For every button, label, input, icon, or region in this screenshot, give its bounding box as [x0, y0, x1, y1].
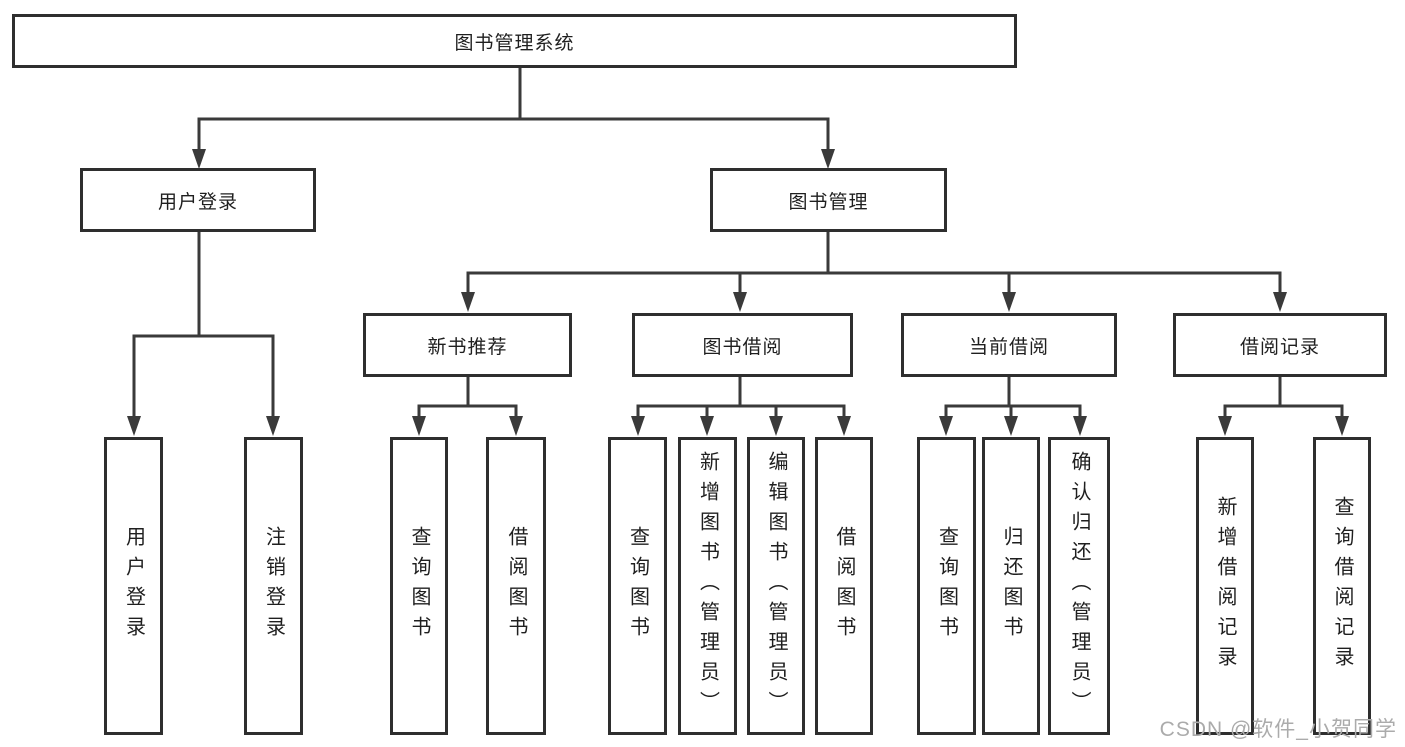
node-book-borrow: 图书借阅 [632, 313, 853, 377]
arrowhead [192, 149, 206, 169]
arrowhead [700, 416, 714, 436]
leaf-confirm-return-admin: 确认归还（管理员） [1048, 437, 1110, 735]
connector-book-borrow-branch [636, 404, 846, 418]
connector-new-book-branch [417, 404, 518, 418]
node-user-login: 用户登录 [80, 168, 316, 232]
node-borrow-records: 借阅记录 [1173, 313, 1387, 377]
arrowhead [1273, 292, 1287, 312]
leaf-edit-books-admin: 编辑图书（管理员） [747, 437, 805, 735]
leaf-add-books-admin: 新增图书（管理员） [678, 437, 737, 735]
arrowhead [1004, 416, 1018, 436]
arrowhead [412, 416, 426, 436]
leaf-user-login: 用户登录 [104, 437, 163, 735]
leaf-query-borrow-record: 查询借阅记录 [1313, 437, 1371, 735]
node-current-borrow: 当前借阅 [901, 313, 1117, 377]
arrowhead [821, 149, 835, 169]
arrowhead [127, 416, 141, 436]
arrowhead [939, 416, 953, 436]
leaf-query-books-current: 查询图书 [917, 437, 976, 735]
arrowhead [1335, 416, 1349, 436]
arrowhead [769, 416, 783, 436]
arrowhead [509, 416, 523, 436]
connector-level3-branch [466, 271, 1282, 294]
arrowhead [266, 416, 280, 436]
arrowhead [1218, 416, 1232, 436]
connector-level2-branch [197, 117, 830, 152]
leaf-return-books: 归还图书 [982, 437, 1040, 735]
arrowhead [1002, 292, 1016, 312]
connector-user-login-branch [132, 334, 275, 418]
arrowhead [837, 416, 851, 436]
arrowhead [733, 292, 747, 312]
leaf-add-borrow-record: 新增借阅记录 [1196, 437, 1254, 735]
arrowhead [461, 292, 475, 312]
csdn-watermark: CSDN @软件_小贺同学 [1159, 718, 1397, 741]
arrowhead [631, 416, 645, 436]
connector-current-borrow-branch [944, 404, 1082, 418]
leaf-logout: 注销登录 [244, 437, 303, 735]
node-book-management: 图书管理 [710, 168, 947, 232]
arrowhead [1073, 416, 1087, 436]
node-library-system: 图书管理系统 [12, 14, 1017, 68]
node-new-book-recommend: 新书推荐 [363, 313, 572, 377]
connector-borrow-records-branch [1223, 404, 1344, 418]
leaf-borrow-books: 借阅图书 [815, 437, 873, 735]
leaf-query-books-borrow: 查询图书 [608, 437, 667, 735]
leaf-borrow-books-recommend: 借阅图书 [486, 437, 546, 735]
leaf-query-books-recommend: 查询图书 [390, 437, 448, 735]
